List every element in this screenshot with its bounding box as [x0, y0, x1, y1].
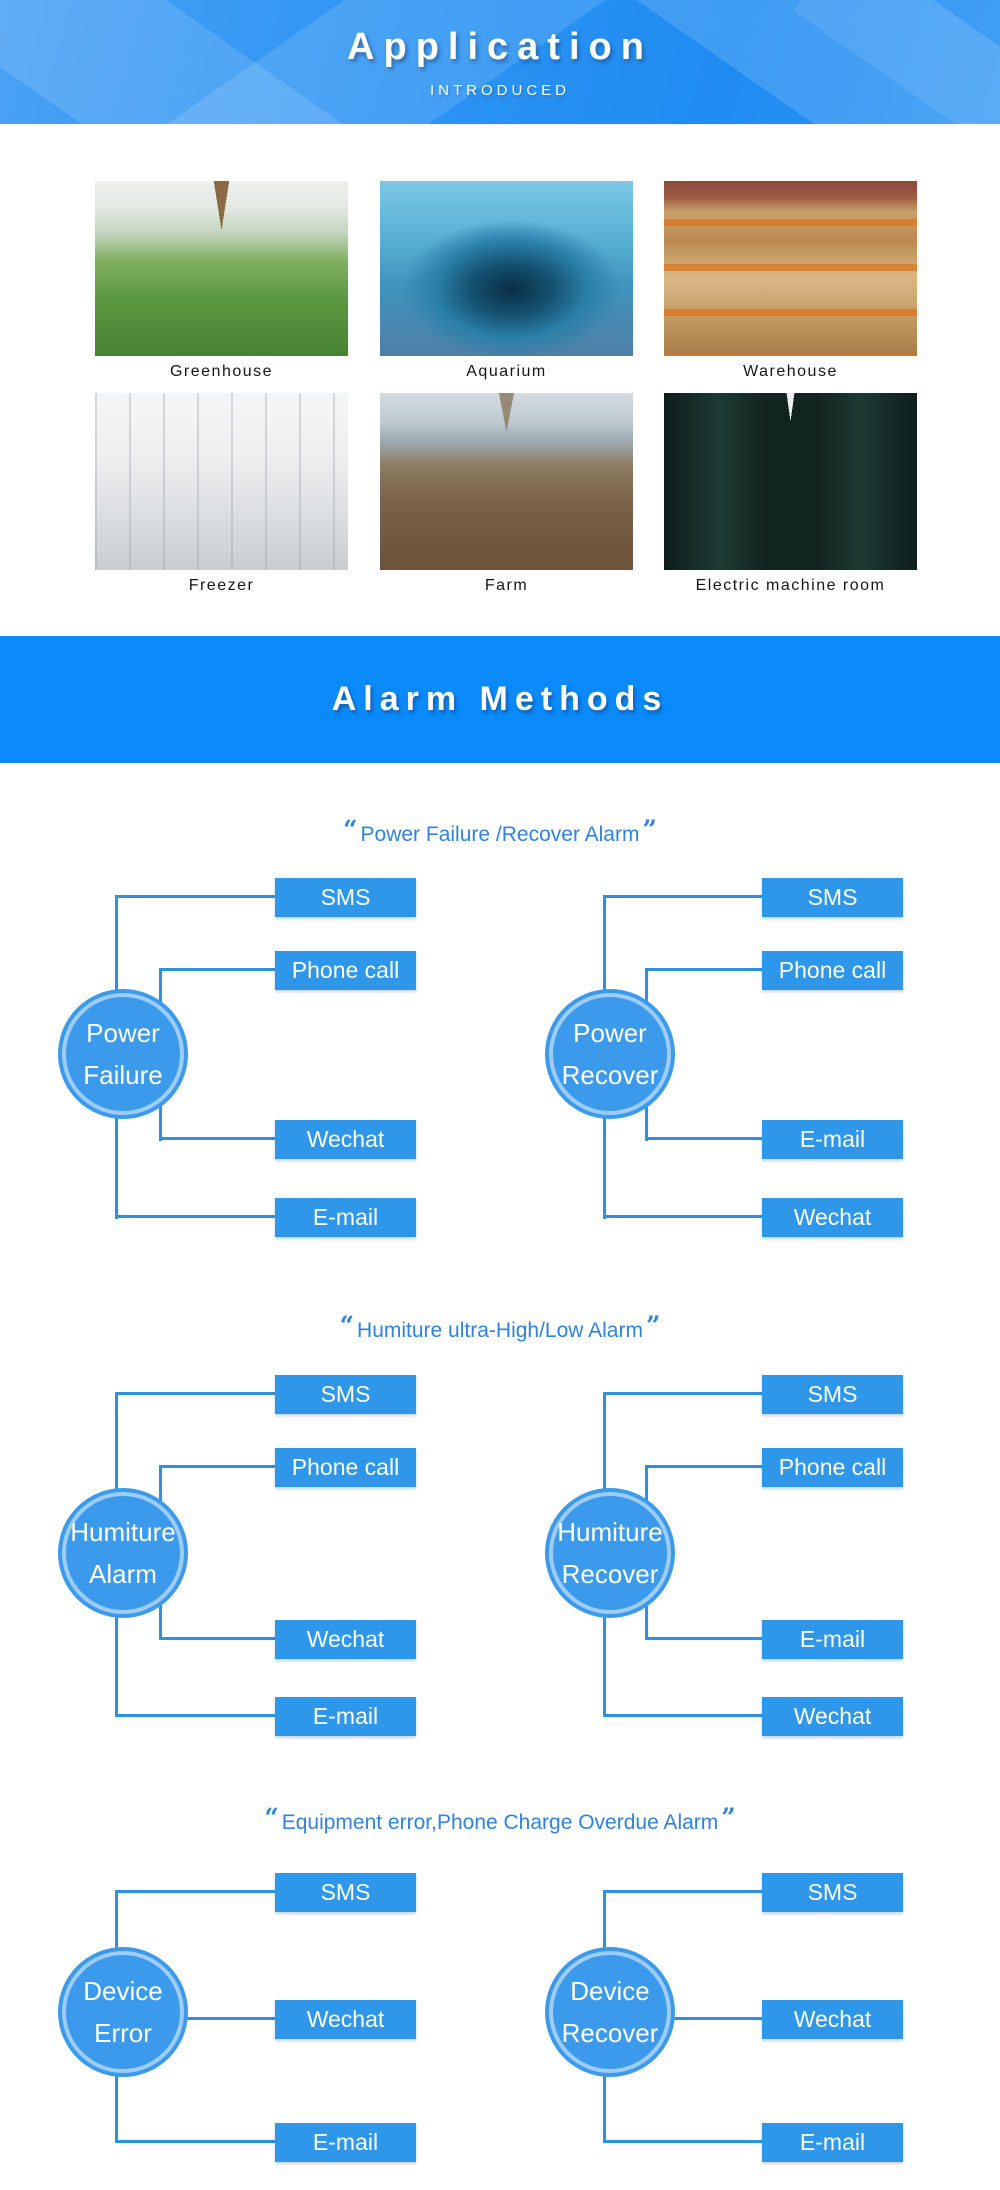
connector-line — [603, 1215, 762, 1218]
node-label-line2: Alarm — [89, 1559, 157, 1589]
photo-caption: Greenhouse — [169, 363, 274, 380]
photo-caption: Aquarium — [466, 363, 547, 380]
method-box-sms: SMS — [762, 1375, 903, 1414]
connector-line — [645, 968, 762, 971]
photo-caption: Farm — [484, 577, 529, 594]
photo-caption: Warehouse — [743, 363, 838, 380]
node-label-line1: Humiture — [70, 1517, 176, 1547]
connector-line — [603, 895, 762, 898]
alarm-methods-title: Alarm Methods — [331, 680, 669, 718]
method-box-email: E-mail — [762, 1620, 903, 1659]
connector-line — [115, 895, 275, 898]
aquarium-photo — [380, 181, 633, 356]
application-tile-freezer: Freezer — [95, 393, 348, 595]
connector-line — [159, 1637, 275, 1640]
method-box-sms: SMS — [275, 1873, 416, 1912]
method-box-wechat: Wechat — [275, 2000, 416, 2039]
open-quote: “ — [264, 1803, 279, 1832]
method-box-wechat: Wechat — [762, 1697, 903, 1736]
method-box-sms: SMS — [275, 1375, 416, 1414]
node-humiture-recover: Humiture Recover — [545, 1488, 675, 1618]
application-subtitle: INTRODUCED — [430, 82, 570, 99]
application-tile-aquarium: Aquarium — [380, 181, 633, 381]
node-label-line1: Device — [570, 1976, 650, 2006]
connector-line — [115, 1215, 275, 1218]
section-title-text: Humiture ultra-High/Low Alarm — [357, 1319, 643, 1342]
connector-line — [603, 1890, 762, 1893]
method-box-sms: SMS — [762, 878, 903, 917]
method-box-email: E-mail — [275, 1697, 416, 1736]
application-banner: Application INTRODUCED — [0, 0, 1000, 124]
method-box-phone-call: Phone call — [275, 1448, 416, 1487]
application-tile-warehouse: Warehouse — [664, 181, 917, 381]
method-box-email: E-mail — [275, 1198, 416, 1237]
farm-photo — [380, 393, 633, 570]
connector-line — [668, 2017, 762, 2020]
close-quote: ” — [645, 1311, 661, 1340]
node-humiture-alarm: Humiture Alarm — [58, 1488, 188, 1618]
connector-line — [115, 1890, 275, 1893]
section-title-equipment: “Equipment error,Phone Charge Overdue Al… — [0, 1803, 1000, 1835]
connector-line — [159, 1137, 275, 1140]
open-quote: “ — [343, 815, 358, 844]
method-box-phone-call: Phone call — [762, 951, 903, 990]
node-label-line2: Recover — [561, 1559, 659, 1589]
method-box-email: E-mail — [275, 2123, 416, 2162]
connector-line — [645, 1137, 762, 1140]
node-label-line1: Power — [573, 1018, 647, 1048]
connector-line — [159, 968, 275, 971]
warehouse-photo — [664, 181, 917, 356]
method-box-sms: SMS — [762, 1873, 903, 1912]
node-device-error: Device Error — [58, 1947, 188, 2077]
method-box-wechat: Wechat — [762, 1198, 903, 1237]
node-label-line1: Humiture — [557, 1517, 663, 1547]
node-label-line2: Failure — [83, 1060, 163, 1090]
connector-line — [115, 1714, 275, 1717]
alarm-methods-banner: Alarm Methods — [0, 636, 1000, 763]
connector-line — [645, 1465, 762, 1468]
method-box-email: E-mail — [762, 2123, 903, 2162]
node-label-line2: Recover — [561, 2018, 659, 2048]
method-box-wechat: Wechat — [762, 2000, 903, 2039]
node-label-line2: Recover — [561, 1060, 659, 1090]
node-label-line1: Device — [83, 1976, 163, 2006]
machine-room-photo — [664, 393, 917, 570]
method-box-wechat: Wechat — [275, 1620, 416, 1659]
node-label-line1: Power — [86, 1018, 160, 1048]
method-box-email: E-mail — [762, 1120, 903, 1159]
connector-line — [180, 2017, 275, 2020]
application-tile-farm: Farm — [380, 393, 633, 595]
node-power-recover: Power Recover — [545, 989, 675, 1119]
photo-caption: Freezer — [188, 577, 255, 594]
greenhouse-photo — [95, 181, 348, 356]
close-quote: ” — [642, 815, 657, 844]
application-tile-greenhouse: Greenhouse — [95, 181, 348, 381]
connector-line — [603, 2140, 762, 2143]
method-box-phone-call: Phone call — [762, 1448, 903, 1487]
connector-line — [115, 2140, 275, 2143]
freezer-photo — [95, 393, 348, 570]
connector-line — [645, 1637, 762, 1640]
section-title-power: “Power Failure /Recover Alarm” — [0, 815, 1000, 847]
application-tile-machine-room: Electric machine room — [664, 393, 917, 595]
section-title-text: Power Failure /Recover Alarm — [360, 823, 640, 846]
connector-line — [603, 1392, 762, 1395]
application-title: Application — [347, 26, 653, 68]
section-title-text: Equipment error,Phone Charge Overdue Ala… — [281, 1811, 719, 1834]
method-box-wechat: Wechat — [275, 1120, 416, 1159]
section-title-humiture: “Humiture ultra-High/Low Alarm” — [0, 1311, 1000, 1343]
connector-line — [603, 1714, 762, 1717]
method-box-phone-call: Phone call — [275, 951, 416, 990]
close-quote: ” — [721, 1803, 736, 1832]
open-quote: “ — [339, 1311, 355, 1340]
connector-line — [115, 1392, 275, 1395]
node-power-failure: Power Failure — [58, 989, 188, 1119]
connector-line — [159, 1465, 275, 1468]
node-label-line2: Error — [94, 2018, 152, 2048]
method-box-sms: SMS — [275, 878, 416, 917]
photo-caption: Electric machine room — [695, 577, 886, 594]
node-device-recover: Device Recover — [545, 1947, 675, 2077]
